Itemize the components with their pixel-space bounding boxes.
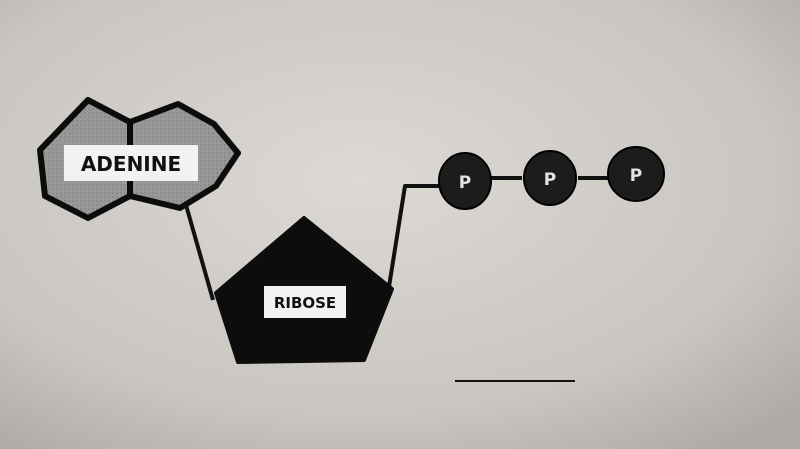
phosphate-circle-2	[523, 150, 577, 206]
phosphate-group-3: P	[607, 146, 665, 202]
ribose-label-box	[264, 286, 346, 318]
phosphate-circle-1	[438, 152, 492, 210]
ribose-label: RIBOSE	[274, 294, 336, 312]
ribose-phosphate-bond	[386, 184, 440, 294]
phosphate-label-1: P	[459, 173, 471, 193]
adenine-label: ADENINE	[81, 152, 181, 176]
phosphate-label-2: P	[544, 170, 556, 190]
phosphate-label-3: P	[630, 166, 642, 186]
phosphate-circle-3	[607, 146, 665, 202]
adenine-ribose-bond	[184, 204, 215, 301]
phosphate-group-2: P	[523, 150, 577, 206]
phosphate-group-1: P	[438, 152, 492, 210]
adenine-label-box	[64, 145, 198, 181]
